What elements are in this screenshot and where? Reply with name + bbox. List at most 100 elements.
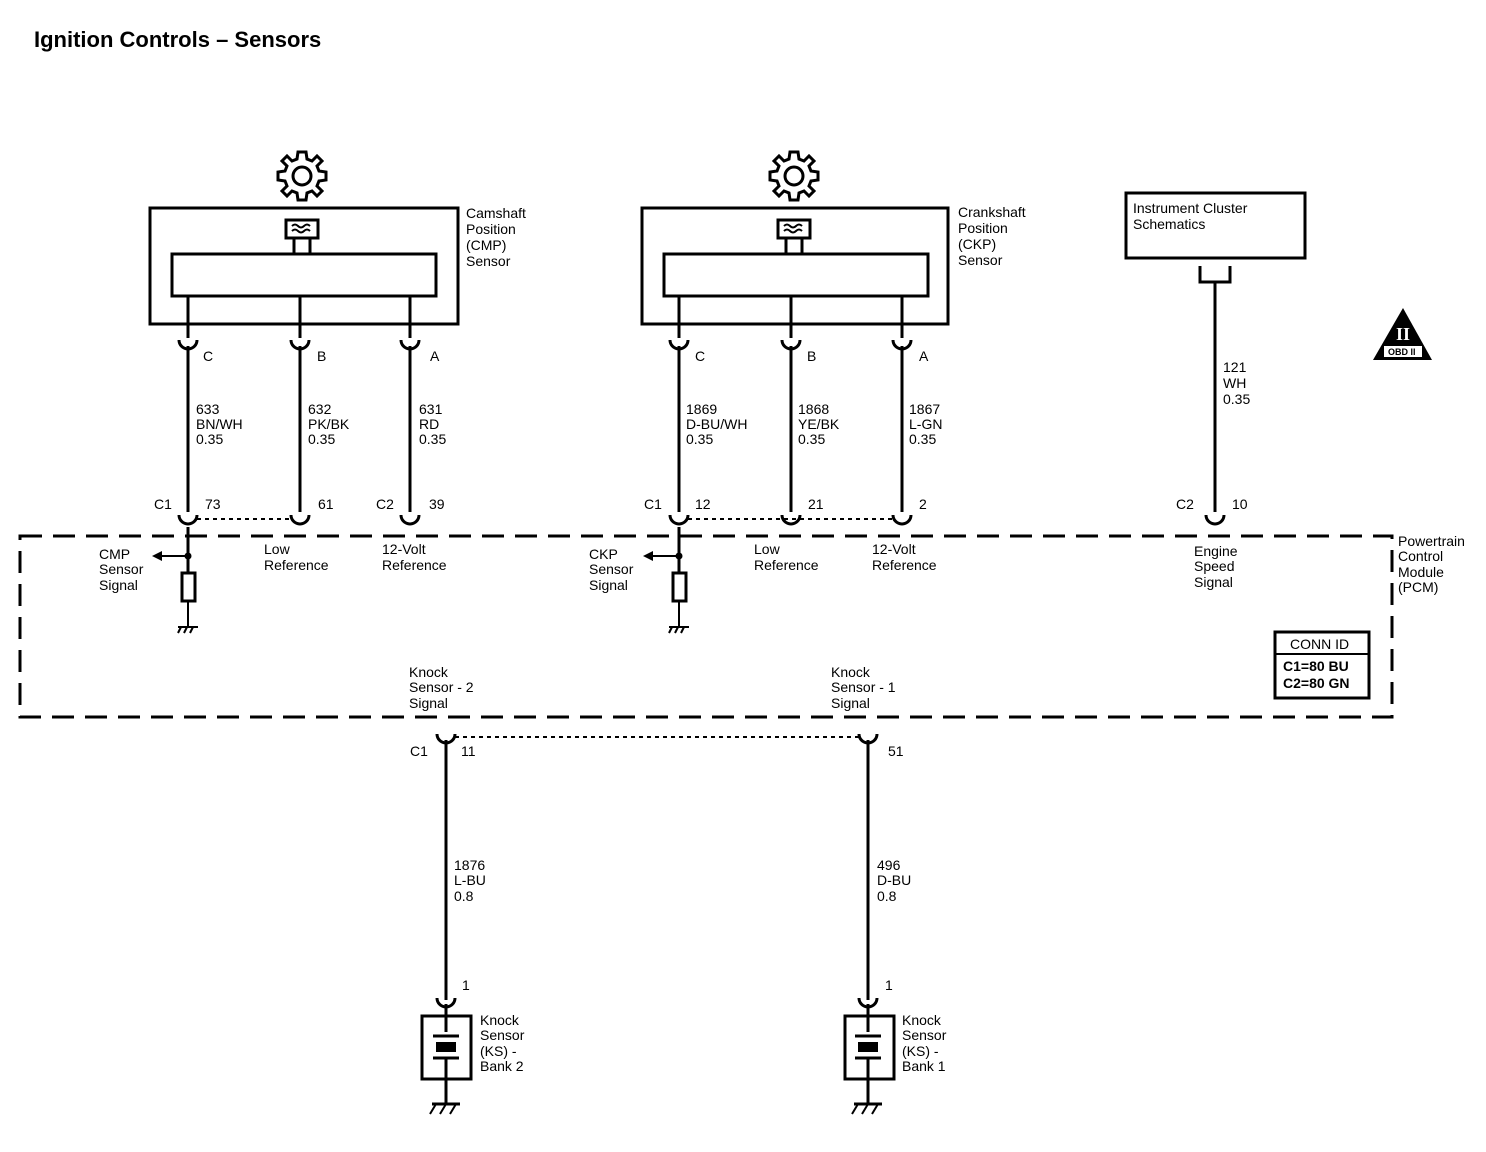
arrow-left-icon <box>643 551 653 561</box>
pcm-pin-11: 11 <box>461 743 476 759</box>
wire-496-gauge: 0.8 <box>877 888 897 904</box>
wire-631-color: RD <box>419 416 439 432</box>
wire-1869-number: 1869 <box>686 401 717 417</box>
ckp-volt-ref-label-2: Reference <box>872 557 937 573</box>
wire-632-gauge: 0.35 <box>308 431 335 447</box>
wire-1868-number: 1868 <box>798 401 829 417</box>
conn-id-c2: C2=80 GN <box>1283 675 1350 691</box>
wire-632-number: 632 <box>308 401 332 417</box>
wire-633-gauge: 0.35 <box>196 431 223 447</box>
wire-121-color: WH <box>1223 375 1246 391</box>
wire-1876-gauge: 0.8 <box>454 888 474 904</box>
pcm-label-4: (PCM) <box>1398 579 1438 595</box>
knock-sensor-bank-1 <box>843 996 896 1115</box>
wire-121-number: 121 <box>1223 359 1247 375</box>
wire-633-color: BN/WH <box>196 416 243 432</box>
ckp-label-1: Crankshaft <box>958 204 1026 220</box>
ks-bank2-label-3: (KS) - <box>480 1043 517 1059</box>
piezo-element-icon <box>433 1034 459 1060</box>
wire-631-number: 631 <box>419 401 443 417</box>
ckp-pin-a: A <box>919 348 929 364</box>
engine-speed-label-2: Speed <box>1194 558 1234 574</box>
ks1-signal-label-3: Signal <box>831 695 870 711</box>
ground-icon <box>177 626 198 634</box>
pcm-cmp-conn: C1 <box>154 496 172 512</box>
arrow-left-icon <box>152 551 162 561</box>
cmp-label-2: Position <box>466 221 516 237</box>
pcm-eng-conn: C2 <box>1176 496 1194 512</box>
conn-id-c1: C1=80 BU <box>1283 658 1349 674</box>
cmp-label-3: (CMP) <box>466 237 506 253</box>
cmp-signal-label-2: Sensor <box>99 561 144 577</box>
ks1-signal-label-2: Sensor - 1 <box>831 679 896 695</box>
ks2-signal-label-2: Sensor - 2 <box>409 679 474 695</box>
ckp-label-2: Position <box>958 220 1008 236</box>
ckp-label-3: (CKP) <box>958 236 996 252</box>
cmp-sensor: Camshaft Position (CMP) Sensor <box>148 150 526 338</box>
ckp-pin-c: C <box>695 348 705 364</box>
pcm-top-connectors <box>177 513 1226 526</box>
ckp-volt-ref-label-1: 12-Volt <box>872 541 916 557</box>
ckp-low-ref-label-2: Reference <box>754 557 819 573</box>
pcm-label-2: Control <box>1398 548 1443 564</box>
ckp-signal-label-3: Signal <box>589 577 628 593</box>
ks-bank2-label-4: Bank 2 <box>480 1058 524 1074</box>
engine-speed-label-1: Engine <box>1194 543 1238 559</box>
ks-bank1-pin: 1 <box>885 977 893 993</box>
sensor-element-icon <box>776 218 812 256</box>
wire-631-gauge: 0.35 <box>419 431 446 447</box>
ground-icon <box>851 1102 882 1115</box>
ckp-signal-circuit <box>643 527 689 634</box>
wire-121-gauge: 0.35 <box>1223 391 1250 407</box>
pcm-pin-73: 73 <box>205 496 221 512</box>
wire-1867-gauge: 0.35 <box>909 431 936 447</box>
wire-1868-color: YE/BK <box>798 416 840 432</box>
wire-1869-color: D-BU/WH <box>686 416 747 432</box>
cmp-signal-label-1: CMP <box>99 546 130 562</box>
pcm-pin-2: 2 <box>919 496 927 512</box>
conn-id-header: CONN ID <box>1290 636 1349 652</box>
pcm-ckp-conn: C1 <box>644 496 662 512</box>
ks2-signal-label-3: Signal <box>409 695 448 711</box>
ckp-pin-b: B <box>807 348 816 364</box>
cmp-signal-circuit <box>152 527 198 634</box>
ks-bank2-label-2: Sensor <box>480 1027 525 1043</box>
pcm-pin-39: 39 <box>429 496 445 512</box>
pcm-label-1: Powertrain <box>1398 533 1465 549</box>
wire-633-number: 633 <box>196 401 220 417</box>
cmp-label-1: Camshaft <box>466 205 526 221</box>
ckp-signal-label-2: Sensor <box>589 561 634 577</box>
piezo-element-icon <box>855 1034 881 1060</box>
gear-icon <box>276 150 328 202</box>
wire-1876-color: L-BU <box>454 872 486 888</box>
instrument-cluster-label-2: Schematics <box>1133 216 1205 232</box>
obd-badge-text: OBD II <box>1388 347 1416 357</box>
pcm-ks-conn: C1 <box>410 743 428 759</box>
cmp-pin-b: B <box>317 348 326 364</box>
ks-bank2-label-1: Knock <box>480 1012 520 1028</box>
wire-1867-color: L-GN <box>909 416 942 432</box>
pcm-box <box>18 534 1394 719</box>
knock-sensor-bank-2 <box>420 996 473 1115</box>
ks-bank2-pin: 1 <box>462 977 470 993</box>
ground-icon <box>668 626 689 634</box>
ckp-label-4: Sensor <box>958 252 1003 268</box>
wire-496-color: D-BU <box>877 872 911 888</box>
cmp-pin-a: A <box>430 348 440 364</box>
cmp-pin-c: C <box>203 348 213 364</box>
pcm-bottom-connectors <box>435 732 879 745</box>
ks2-signal-label-1: Knock <box>409 664 449 680</box>
wire-1876-number: 1876 <box>454 857 485 873</box>
ks1-signal-label-1: Knock <box>831 664 871 680</box>
ckp-sensor: Crankshaft Position (CKP) Sensor <box>640 150 1026 338</box>
pcm-cmp-ref-conn: C2 <box>376 496 394 512</box>
page-title: Ignition Controls – Sensors <box>34 27 321 52</box>
wire-632-color: PK/BK <box>308 416 350 432</box>
cmp-low-ref-label-2: Reference <box>264 557 329 573</box>
ckp-signal-label-1: CKP <box>589 546 618 562</box>
pcm-pin-12: 12 <box>695 496 711 512</box>
instrument-cluster-box: Instrument Cluster Schematics <box>1124 191 1307 284</box>
engine-speed-label-3: Signal <box>1194 574 1233 590</box>
pcm-pin-21: 21 <box>808 496 824 512</box>
wire-1869-gauge: 0.35 <box>686 431 713 447</box>
